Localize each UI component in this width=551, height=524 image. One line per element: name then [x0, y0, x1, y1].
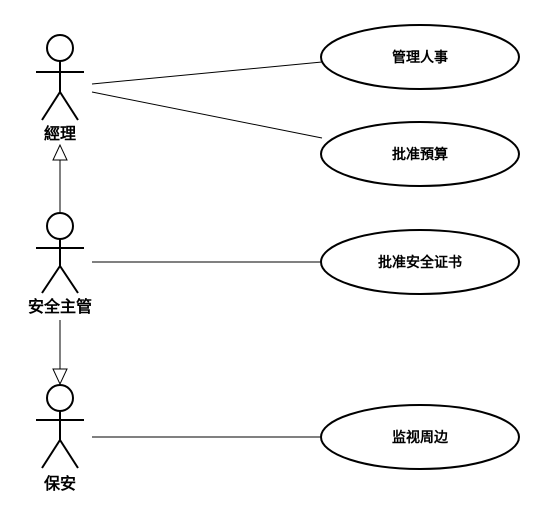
actor-manager: 經理 — [36, 34, 84, 143]
usecase-approve-budget: 批准預算 — [320, 121, 520, 187]
usecase-approve-security-certificate: 批准安全证书 — [320, 229, 520, 295]
actor-label-security-supervisor: 安全主管 — [28, 297, 92, 316]
usecase-monitor-perimeter: 监视周边 — [320, 404, 520, 470]
usecase-label-approve-security-certificate: 批准安全证书 — [378, 254, 462, 271]
association-manager-approve-budget — [91, 91, 323, 139]
generalization-supervisor-to-guard — [52, 320, 68, 386]
actor-guard: 保安 — [36, 384, 84, 493]
generalization-supervisor-to-manager — [52, 143, 68, 212]
actor-label-manager: 經理 — [44, 124, 76, 143]
stick-figure-icon — [36, 212, 84, 294]
usecase-manage-hr: 管理人事 — [320, 24, 520, 90]
actor-label-guard: 保安 — [43, 474, 76, 493]
usecase-label-monitor-perimeter: 监视周边 — [392, 429, 449, 446]
actor-security-supervisor: 安全主管 — [28, 212, 92, 316]
usecase-label-approve-budget: 批准預算 — [392, 146, 448, 163]
usecase-label-manage-hr: 管理人事 — [392, 49, 448, 66]
stick-figure-icon — [36, 384, 84, 469]
stick-figure-icon — [36, 34, 84, 121]
association-manager-manage-hr — [91, 61, 323, 85]
